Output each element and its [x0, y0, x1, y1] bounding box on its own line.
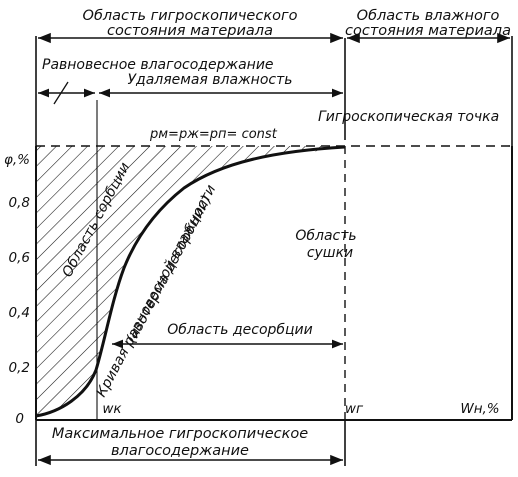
x-label-wn: Wн,% — [460, 401, 499, 417]
equilibrium-moisture-label: Равновесное влагосодержание — [42, 57, 274, 73]
y-tick-0: 0 — [15, 411, 24, 427]
equilibrium-leader-line — [53, 81, 69, 105]
wet-region-title: Область влажного — [357, 8, 500, 24]
x-label-wk: wк — [102, 401, 122, 417]
removable-moisture-label: Удаляемая влажность — [128, 72, 293, 88]
wet-region-subtitle: состояния материала — [345, 23, 511, 39]
header-bracket — [35, 32, 513, 146]
y-tick-0-6: 0,6 — [9, 250, 30, 266]
equilibrium-moisture-curve — [35, 145, 346, 418]
drying-region-label: Область — [295, 228, 356, 244]
hygroscopic-point-label: Гигроскопическая точка — [318, 109, 499, 125]
drying-region-sublabel: сушки — [307, 245, 353, 261]
y-tick-0-8: 0,8 — [9, 195, 30, 211]
bottom-bracket — [35, 420, 346, 466]
hygroscopic-region-title: Область гигроскопического — [83, 8, 298, 24]
hygroscopic-region-subtitle: состояния материала — [107, 23, 273, 39]
y-tick-0-4: 0,4 — [9, 305, 30, 321]
max-hygroscopic-sublabel: влагосодержание — [111, 443, 249, 459]
desorption-region-label: Область десорбции — [167, 322, 313, 338]
pressure-equation: pм=pж=pп= const — [149, 127, 278, 142]
max-hygroscopic-label: Максимальное гигроскопическое — [52, 426, 308, 442]
y-axis-label: φ,% — [4, 152, 30, 168]
y-tick-0-2: 0,2 — [9, 360, 30, 376]
x-label-wg: wг — [345, 401, 364, 417]
